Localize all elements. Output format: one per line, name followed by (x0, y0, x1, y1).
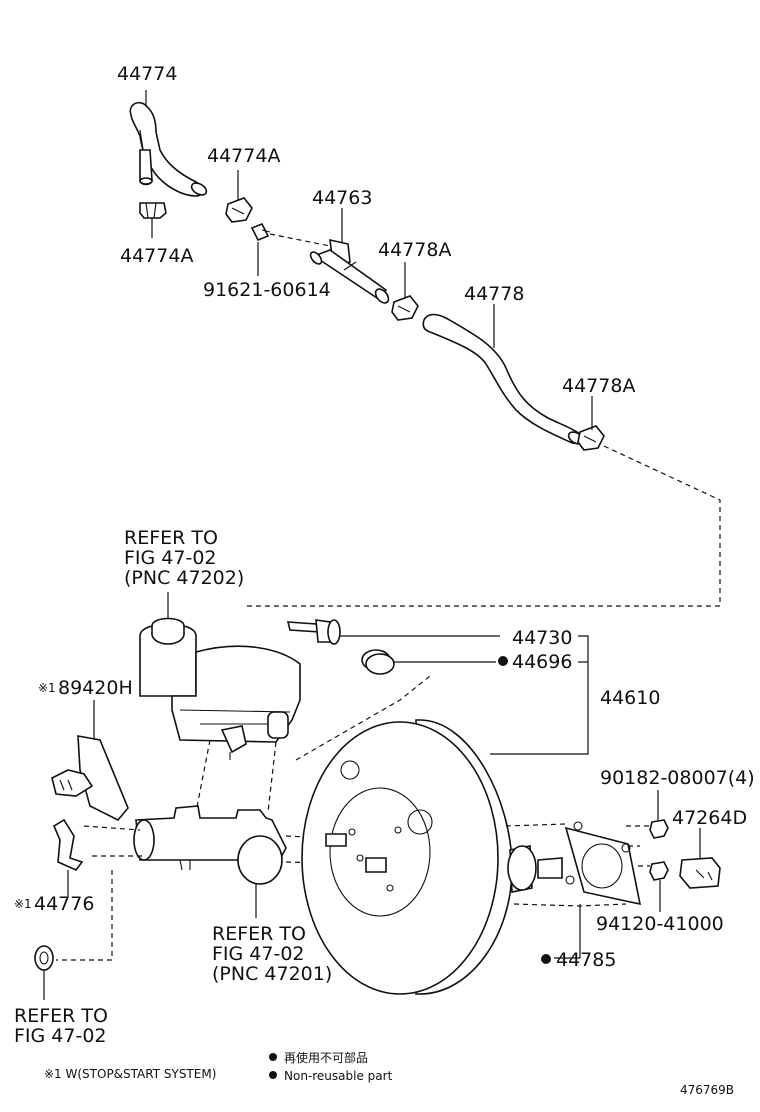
ref-reservoir-line3: (PNC 47202) (124, 567, 244, 589)
label-44730: 44730 (512, 627, 572, 649)
label-44778A-mid: 44778A (378, 239, 451, 261)
figure-id: 476769B (680, 1083, 734, 1097)
label-44778: 44778 (464, 283, 524, 305)
ref-mc-line1: REFER TO (212, 923, 306, 945)
legend-nonreusable-jp: 再使用不可部品 (284, 1050, 368, 1065)
ref-mc-line2: FIG 47-02 (212, 943, 305, 965)
ref-bl-line2: FIG 47-02 (14, 1025, 107, 1047)
grommet[interactable] (361, 649, 395, 675)
label-44774A-lower: 44774A (120, 245, 193, 267)
union-fitting[interactable] (286, 619, 341, 645)
label-44785: 44785 (556, 949, 616, 971)
nut-94120[interactable] (649, 861, 669, 881)
label-44696: 44696 (512, 651, 572, 673)
label-44774A-upper: 44774A (207, 145, 280, 167)
master-cylinder[interactable] (133, 725, 287, 885)
nut-90182[interactable] (649, 819, 669, 839)
gasket[interactable] (564, 821, 642, 906)
label-44763: 44763 (312, 187, 372, 209)
label-90182-08007: 90182-08007(4) (600, 767, 755, 789)
bracket-47264d[interactable] (679, 857, 721, 889)
ref-bl-line1: REFER TO (14, 1005, 108, 1027)
hose-clip-upper-right[interactable] (225, 197, 253, 223)
bolt[interactable] (250, 222, 271, 242)
label-44776: 44776 (34, 893, 94, 915)
prefix-44776: ※1 (14, 897, 32, 911)
label-91621-60614: 91621-60614 (203, 279, 331, 301)
label-44610: 44610 (600, 687, 660, 709)
label-47264D: 47264D (672, 807, 747, 829)
brake-fluid-reservoir[interactable] (139, 617, 301, 743)
label-89420H: 89420H (58, 677, 133, 699)
ref-reservoir-line1: REFER TO (124, 527, 218, 549)
label-44778A-lower: 44778A (562, 375, 635, 397)
hose-clip-lower[interactable] (577, 425, 605, 451)
hose-clip-mid[interactable] (391, 295, 419, 321)
label-94120-41000: 94120-41000 (596, 913, 724, 935)
sensor-bracket[interactable] (52, 818, 84, 871)
brake-booster[interactable] (301, 719, 563, 995)
vacuum-hose-upper[interactable] (129, 101, 208, 198)
prefix-89420H: ※1 (38, 681, 56, 695)
vacuum-sensor[interactable] (51, 735, 129, 821)
check-valve[interactable] (308, 238, 391, 305)
hose-clip-lower-left[interactable] (139, 202, 167, 219)
ref-mc-line3: (PNC 47201) (212, 963, 332, 985)
grommet-small[interactable] (34, 945, 54, 971)
ref-reservoir-line2: FIG 47-02 (124, 547, 217, 569)
legend-nonreusable-en: Non-reusable part (284, 1069, 393, 1083)
label-44774: 44774 (117, 63, 177, 85)
legend-note: ※1 W(STOP&START SYSTEM) (44, 1067, 216, 1081)
